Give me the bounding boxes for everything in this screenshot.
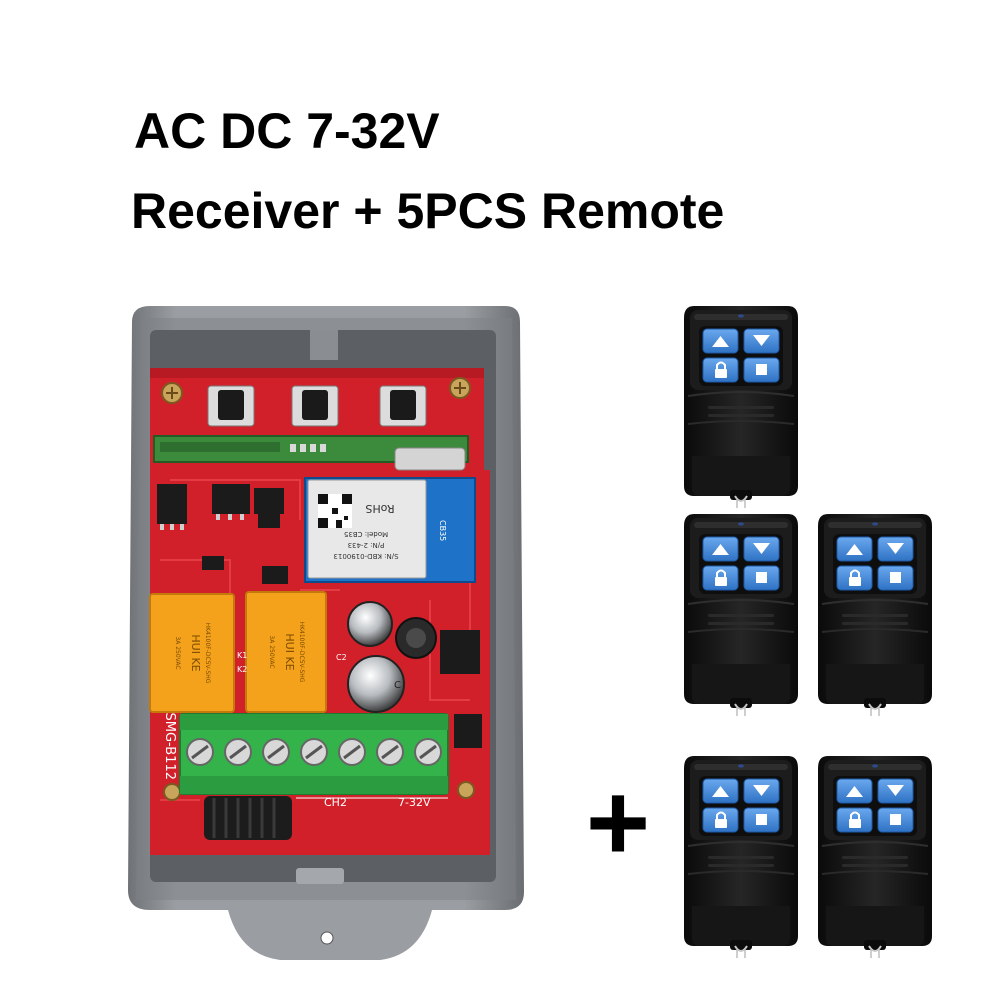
headline-voltage: AC DC 7-32V [134, 103, 440, 159]
relay-2-brand: HUI KE [283, 633, 296, 670]
remote-3 [817, 513, 933, 717]
terminal-screw-slot [267, 744, 285, 760]
remote-5 [817, 755, 933, 959]
module-side-label: CB35 [438, 520, 447, 541]
terminal-screw-slot [229, 744, 247, 760]
antenna-coil [204, 796, 292, 840]
remote-2 [683, 513, 799, 717]
terminal-screw-slot [381, 744, 399, 760]
silk-k1: K1 [237, 651, 247, 660]
silk-model: SMG-B112 [162, 712, 177, 780]
terminal-screw-slot [343, 744, 361, 760]
silk-ch2: CH2 [324, 796, 347, 809]
silk-c: C [394, 680, 401, 691]
mount-hole [320, 931, 334, 945]
module-model-label: Model: CB35 [344, 530, 388, 538]
capacitors: C C2 [336, 601, 405, 713]
plus-sign: + [586, 761, 650, 884]
learn-buttons [207, 385, 427, 427]
terminal-screw-slot [305, 744, 323, 760]
terminal-screw-slot [419, 744, 437, 760]
wireless-module: RoHS S/N: KBD-0190013 P/N: 2-433 Model: … [304, 477, 476, 583]
terminal-screw-slot [191, 744, 209, 760]
terminal-block [179, 713, 449, 795]
headline-package: Receiver + 5PCS Remote [131, 183, 725, 239]
ic-chips [157, 484, 482, 748]
circuit-board: RoHS S/N: KBD-0190013 P/N: 2-433 Model: … [149, 368, 490, 855]
module-rohs-label: RoHS [365, 502, 394, 515]
silk-voltage: 7-32V [398, 796, 431, 809]
receiver-unit: RoHS S/N: KBD-0190013 P/N: 2-433 Model: … [128, 306, 524, 960]
module-sn-label: S/N: KBD-0190013 [333, 552, 398, 560]
remote-1 [683, 305, 799, 509]
relay-1: HUI KE HK4100F-DC5V-SHG 3A 250VAC [149, 593, 235, 713]
relay-1-rating: 3A 250VAC [174, 636, 181, 669]
relay-2-part: HK4100F-DC5V-SHG [298, 622, 305, 683]
silk-c2: C2 [336, 653, 347, 662]
relay-1-part: HK4100F-DC5V-SHG [204, 623, 211, 684]
remote-4 [683, 755, 799, 959]
relay-2: HUI KE HK4100F-DC5V-SHG 3A 250VAC [245, 591, 327, 713]
relay-1-brand: HUI KE [189, 634, 202, 671]
silk-k2: K2 [237, 665, 247, 674]
relay-2-rating: 3A 250VAC [268, 635, 275, 668]
module-pn-label: P/N: 2-433 [348, 541, 385, 549]
remote-group [683, 305, 933, 959]
